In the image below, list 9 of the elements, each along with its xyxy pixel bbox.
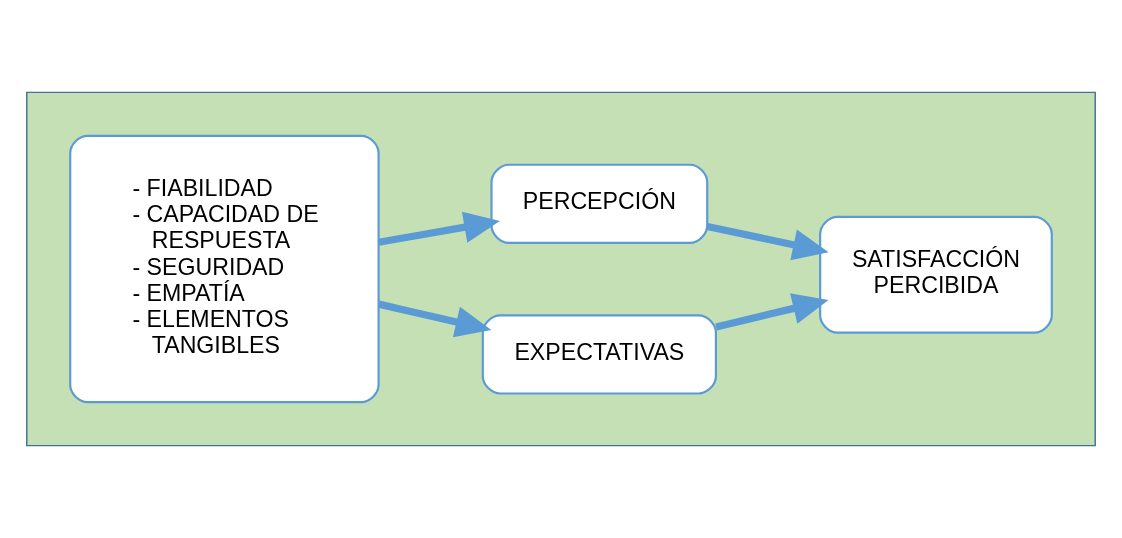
node-box: PERCEPCIÓN [490,163,709,245]
node-box: SATISFACCIÓN PERCIBIDA [819,215,1053,334]
arrow [715,293,829,331]
node-box: EXPECTATIVAS [481,314,717,395]
arrow [377,300,492,338]
cluster [26,91,1096,447]
arrow [706,222,829,261]
node-box: - FIABILIDAD - CAPACIDAD DE RESPUESTA - SEGURIDAD - EMPATÍA - ELEMENTOS TANGIBLES [69,134,380,404]
arrow [378,211,500,246]
